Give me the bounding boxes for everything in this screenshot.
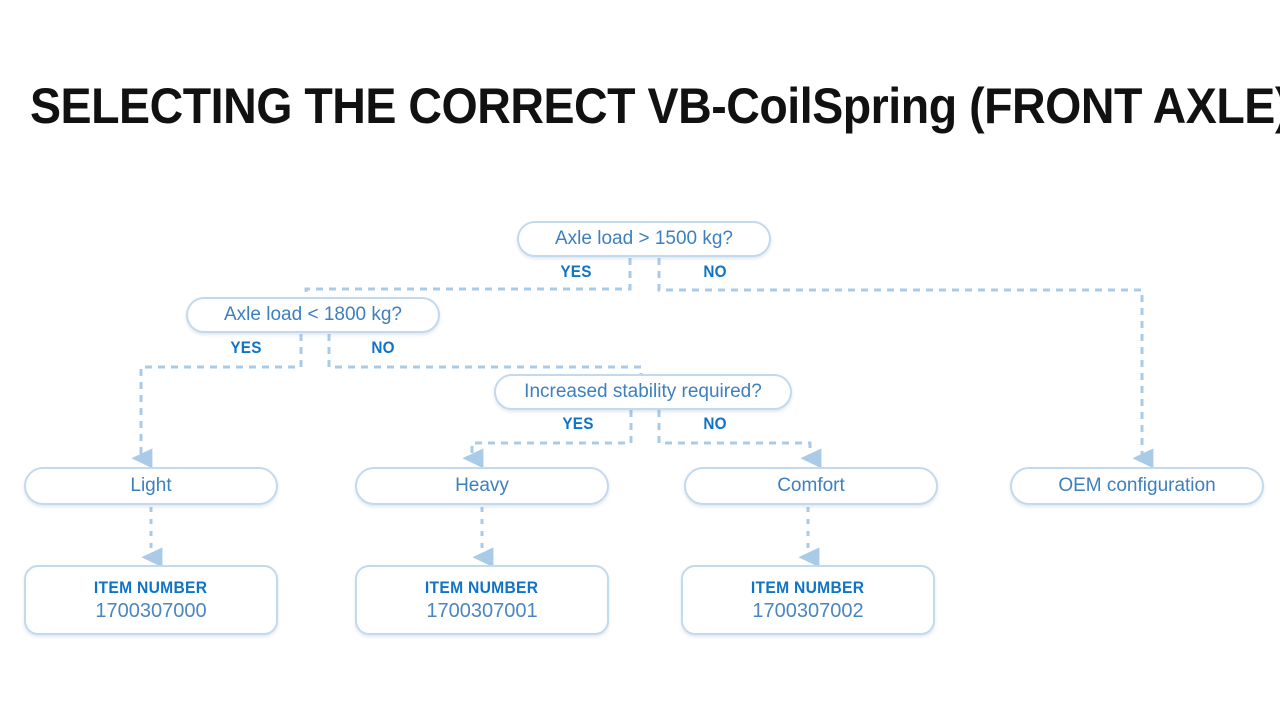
edge-d2-no: [327, 334, 643, 374]
decision-node-increased-stability[interactable]: Increased stability required?: [494, 374, 792, 410]
result-node-light[interactable]: Light: [24, 467, 278, 505]
branch-label-d3-yes: YES: [562, 414, 594, 433]
item-number-title: ITEM NUMBER: [751, 577, 865, 597]
decision-label: Axle load < 1800 kg?: [224, 304, 402, 325]
page-title: SELECTING THE CORRECT VB-CoilSpring (FRO…: [30, 78, 1280, 134]
edge-d1-yes: [304, 258, 632, 297]
branch-label-d2-yes: YES: [230, 338, 262, 357]
branch-label-d1-yes: YES: [560, 262, 592, 281]
branch-label-d1-no: NO: [703, 262, 727, 281]
result-label: Comfort: [777, 475, 845, 496]
result-label: OEM configuration: [1058, 475, 1216, 496]
result-node-heavy[interactable]: Heavy: [355, 467, 609, 505]
result-node-oem-configuration[interactable]: OEM configuration: [1010, 467, 1264, 505]
edge-d3-yes: [462, 410, 633, 469]
decision-node-axle-load-1500[interactable]: Axle load > 1500 kg?: [517, 221, 771, 257]
result-label: Light: [130, 475, 172, 496]
edge-d1-no: [657, 258, 1154, 469]
item-number-value: 1700307001: [426, 599, 538, 622]
result-node-comfort[interactable]: Comfort: [684, 467, 938, 505]
decision-label: Axle load > 1500 kg?: [555, 228, 733, 249]
branch-label-d3-no: NO: [703, 414, 727, 433]
item-number-box-heavy[interactable]: ITEM NUMBER 1700307001: [355, 565, 609, 635]
item-number-title: ITEM NUMBER: [94, 577, 208, 597]
decision-node-axle-load-1800[interactable]: Axle load < 1800 kg?: [186, 297, 440, 333]
item-number-box-comfort[interactable]: ITEM NUMBER 1700307002: [681, 565, 935, 635]
edge-d2-yes: [131, 334, 303, 469]
item-number-title: ITEM NUMBER: [425, 577, 539, 597]
branch-label-d2-no: NO: [371, 338, 395, 357]
item-number-value: 1700307000: [95, 599, 207, 622]
decision-label: Increased stability required?: [524, 381, 762, 402]
edge-d3-no: [657, 410, 822, 469]
result-label: Heavy: [455, 475, 509, 496]
item-number-box-light[interactable]: ITEM NUMBER 1700307000: [24, 565, 278, 635]
item-number-value: 1700307002: [752, 599, 864, 622]
